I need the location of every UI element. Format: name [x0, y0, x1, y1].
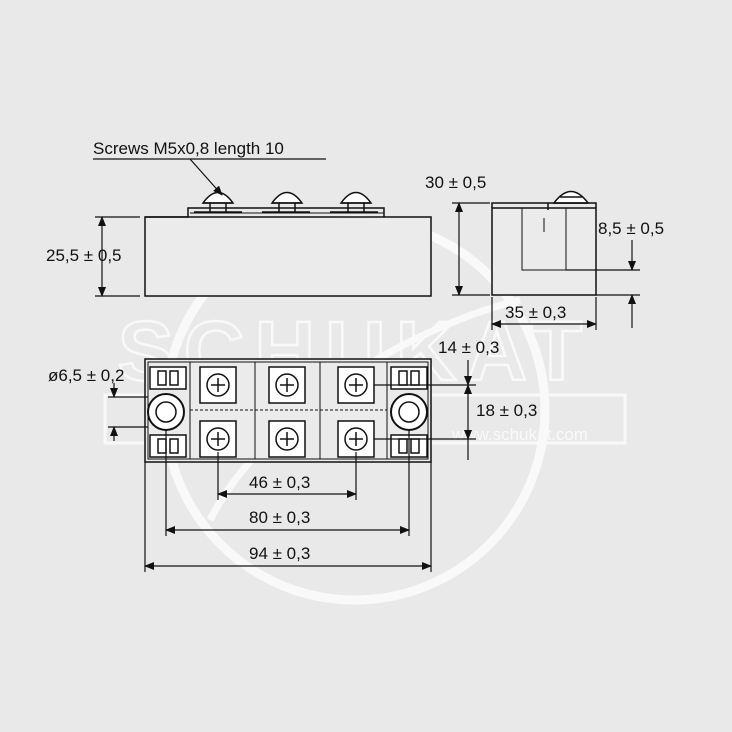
- dim-terminal-pitch-label: 46 ± 0,3: [249, 473, 310, 492]
- front-screw-2: [262, 191, 310, 213]
- dim-side-width: [491, 297, 597, 330]
- dim-side-width-label: 35 ± 0,3: [505, 303, 566, 322]
- side-view: [491, 190, 597, 296]
- dim-pitch-y-label: 18 ± 0,3: [476, 401, 537, 420]
- dim-hole-pitch: [165, 430, 410, 536]
- dim-pitch-y-half-label: 14 ± 0,3: [438, 338, 499, 357]
- dim-terminal-pitch: [217, 452, 357, 500]
- terminal-screw-2: [268, 366, 306, 404]
- dim-hole-diameter-label: ø6,5 ± 0,2: [48, 366, 124, 385]
- terminal-screw-3: [337, 366, 375, 404]
- dim-terminal-height-label: 8,5 ± 0,5: [598, 219, 664, 238]
- terminal-screw-1: [199, 366, 237, 404]
- watermark-url: www.schukat.com: [451, 425, 588, 444]
- dim-pitch-y: [374, 360, 476, 460]
- side-top-profile: [491, 202, 597, 208]
- side-screw: [547, 190, 590, 210]
- front-body: [144, 216, 432, 297]
- terminal-screw-4: [199, 420, 237, 458]
- aux-terminal-top-left: [149, 366, 187, 390]
- aux-terminal-bottom-left: [149, 434, 187, 458]
- terminal-screw-5: [268, 420, 306, 458]
- front-top-profile: [145, 207, 385, 218]
- dim-overall-length-label: 94 ± 0,3: [249, 544, 310, 563]
- front-screw-3: [330, 191, 378, 213]
- mounting-hole-left: [147, 393, 185, 431]
- screws-note: Screws M5x0,8 length 10: [93, 139, 284, 158]
- dim-height-total: [452, 202, 490, 296]
- dim-height-body: [95, 216, 140, 297]
- dim-hole-diameter: [108, 383, 148, 441]
- terminal-screw-6: [337, 420, 375, 458]
- front-screw-1: [194, 191, 242, 213]
- front-view: [144, 191, 432, 297]
- dim-hole-pitch-label: 80 ± 0,3: [249, 508, 310, 527]
- screws-note-leader: [189, 158, 223, 196]
- mounting-hole-right: [390, 393, 428, 431]
- dim-terminal-height: [566, 240, 640, 328]
- dim-height-body-label: 25,5 ± 0,5: [46, 246, 122, 265]
- dim-overall-length: [144, 462, 432, 572]
- aux-terminal-top-right: [390, 366, 428, 390]
- dim-height-total-label: 30 ± 0,5: [425, 173, 486, 192]
